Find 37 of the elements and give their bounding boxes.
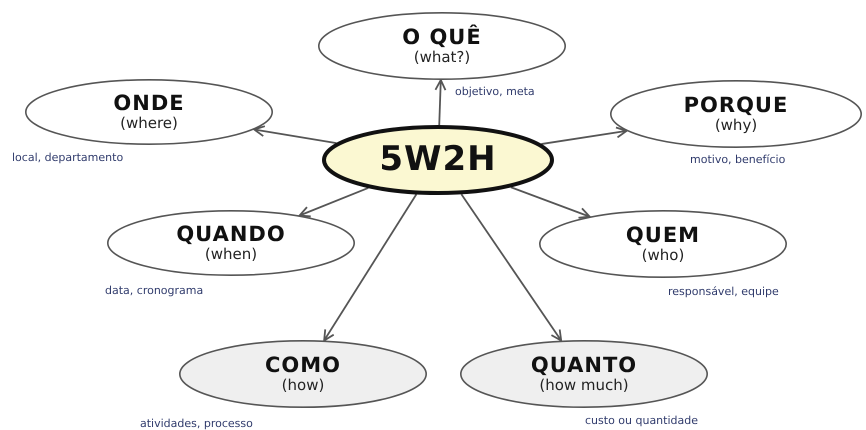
- topic-ellipse: [25, 79, 273, 145]
- node-note: atividades, processo: [140, 417, 253, 430]
- arrow: [434, 79, 446, 126]
- topic-ellipse: [539, 210, 787, 278]
- node-title: O QUÊ: [402, 26, 482, 50]
- central-ellipse: [322, 125, 554, 195]
- node-title: QUANDO: [176, 223, 286, 246]
- node-note: responsável, equipe: [668, 285, 779, 298]
- arrow: [298, 187, 369, 218]
- node-note: data, cronograma: [105, 284, 204, 297]
- node-subtitle: (when): [204, 246, 258, 263]
- node-subtitle: (how much): [539, 377, 629, 394]
- node-title: 5W2H: [379, 141, 497, 179]
- node-title: PORQUE: [684, 94, 788, 118]
- node-title: ONDE: [113, 92, 185, 116]
- node-note: motivo, benefício: [690, 153, 786, 166]
- topic-ellipse: [179, 340, 427, 408]
- node-note: custo ou quantidade: [585, 414, 698, 427]
- node-subtitle: (what?): [414, 49, 470, 66]
- node-subtitle: (who): [642, 247, 684, 264]
- node-title: QUEM: [626, 224, 700, 248]
- node-subtitle: (where): [120, 115, 178, 132]
- arrow: [460, 194, 562, 342]
- topic-ellipse: [318, 12, 566, 80]
- arrow: [323, 194, 418, 342]
- node-subtitle: (how): [282, 377, 324, 394]
- arrow: [541, 126, 628, 145]
- node-note: objetivo, meta: [455, 85, 535, 98]
- node-subtitle: (why): [714, 117, 758, 134]
- arrow: [253, 125, 337, 144]
- node-title: COMO: [264, 354, 341, 378]
- node-title: QUANTO: [530, 354, 638, 378]
- topic-ellipse: [107, 210, 355, 276]
- topic-ellipse: [460, 340, 708, 408]
- topic-ellipse: [610, 80, 862, 148]
- arrow: [510, 186, 590, 219]
- node-note: local, departamento: [12, 151, 124, 164]
